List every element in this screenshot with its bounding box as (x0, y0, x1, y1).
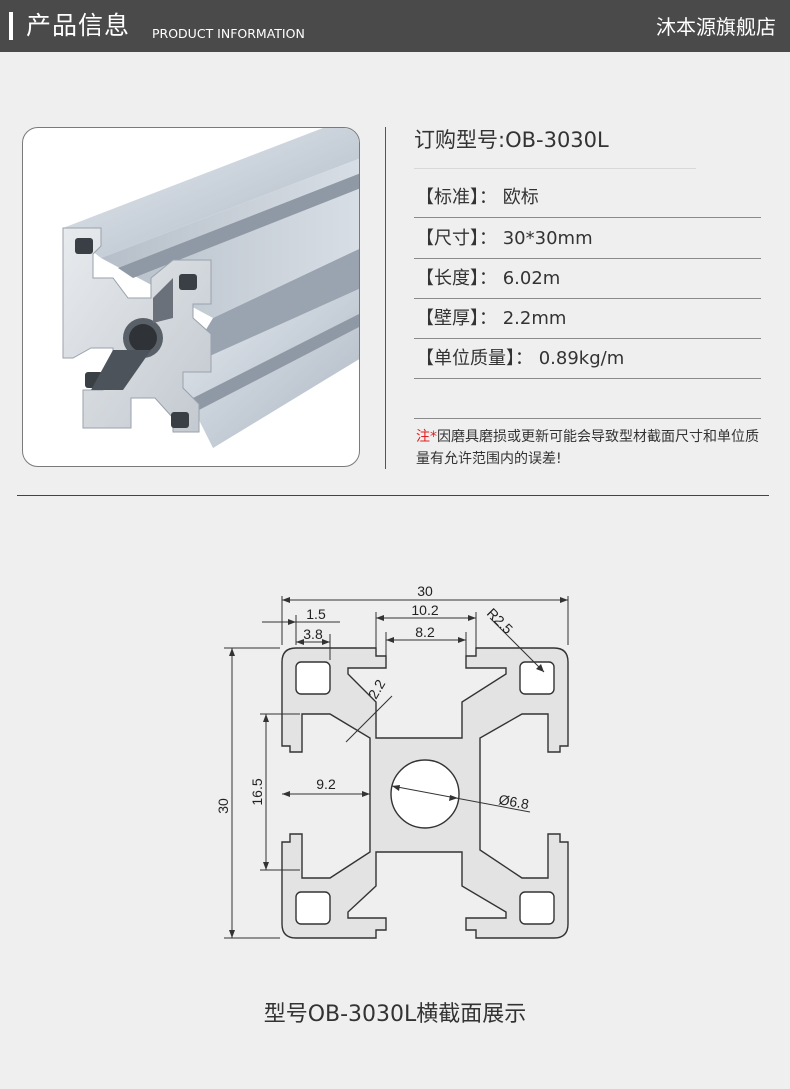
spec-text: 【尺寸】： 30*30mm (416, 228, 593, 249)
section-subtitle: PRODUCT INFORMATION (152, 26, 305, 41)
column-divider (385, 127, 386, 469)
model-number: 订购型号:OB-3030L (414, 128, 609, 152)
note-text: 因磨具磨损或更新可能会导致型材截面尺寸和单位质量有允许范围内的误差! (416, 429, 759, 467)
spec-text: 【标准】： 欧标 (416, 187, 539, 208)
note-mark: 注* (416, 429, 437, 445)
spec-divider (414, 217, 761, 218)
drawing-caption: 型号OB-3030L横截面展示 (263, 1002, 527, 1027)
model-underline (414, 168, 696, 169)
spec-row-thickness: 【壁厚】： 2.2mm (414, 299, 761, 339)
spec-text: 【长度】： 6.02m (416, 268, 561, 289)
dim-r2-5: R2.5 (484, 605, 516, 637)
spec-divider (414, 298, 761, 299)
dim-8-2: 8.2 (415, 624, 435, 640)
spec-divider (414, 378, 761, 379)
aluminum-profile-image (62, 128, 359, 448)
section-title: 产品信息 (26, 11, 131, 40)
section-divider (17, 495, 769, 496)
spec-row-weight: 【单位质量】： 0.89kg/m (414, 339, 761, 379)
spec-divider (414, 258, 761, 259)
dim-3-8: 3.8 (303, 626, 323, 642)
spec-text: 【单位质量】： 0.89kg/m (416, 348, 625, 369)
dim-width: 30 (417, 583, 433, 599)
spec-row-size: 【尺寸】： 30*30mm (414, 219, 761, 259)
dim-height: 30 (215, 798, 231, 814)
spec-row-length: 【长度】： 6.02m (414, 259, 761, 299)
dim-9-2: 9.2 (316, 776, 336, 792)
page-header: 产品信息 PRODUCT INFORMATION 沐本源旗舰店 (0, 0, 790, 52)
dim-16-5: 16.5 (249, 778, 265, 805)
spec-text: 【壁厚】： 2.2mm (416, 308, 567, 329)
header-accent-bar (9, 12, 13, 40)
product-photo (22, 127, 360, 467)
spec-row-standard: 【标准】： 欧标 (414, 178, 761, 218)
dim-1-5: 1.5 (306, 606, 326, 622)
cross-section-drawing: 30 1.5 3.8 10.2 8.2 R2.5 2.2 30 16.5 9.2… (215, 583, 569, 939)
tolerance-note: 注*因磨具磨损或更新可能会导致型材截面尺寸和单位质量有允许范围内的误差! (416, 426, 766, 470)
spec-divider (414, 338, 761, 339)
dim-hole-diameter: Ø6.8 (497, 791, 530, 812)
dim-10-2: 10.2 (411, 602, 438, 618)
shop-name: 沐本源旗舰店 (656, 15, 776, 39)
note-divider (414, 418, 761, 419)
